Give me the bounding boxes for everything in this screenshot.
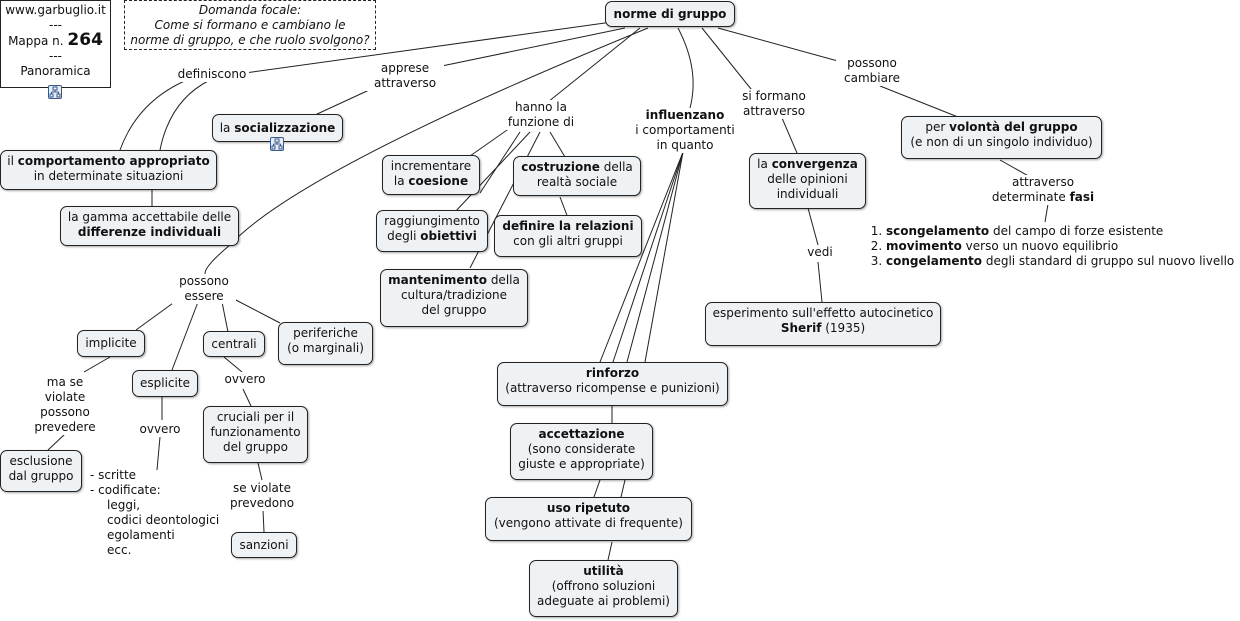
node-uso-ripetuto[interactable]: uso ripetuto(vengono attivate di frequen… [485, 497, 692, 541]
node-rinforzo[interactable]: rinforzo(attraverso ricompense e punizio… [497, 362, 728, 406]
label-ovvero-centrali: ovvero [220, 372, 270, 387]
node-centrali[interactable]: centrali [203, 331, 265, 357]
node-periferiche[interactable]: periferiche(o marginali) [278, 322, 373, 365]
map-number: Mappa n. 264 [8, 30, 103, 50]
separator: --- [49, 18, 62, 32]
diagram-icon[interactable] [270, 137, 284, 151]
focal-question: Domanda focale: Come si formano e cambia… [124, 0, 376, 50]
esplicite-list: - scritte - codificate: leggi, codici de… [90, 468, 220, 557]
node-volonta[interactable]: per volontà del gruppo(e non di un singo… [901, 116, 1102, 159]
root-node[interactable]: norme di gruppo [605, 1, 735, 27]
view-label: Panoramica [20, 64, 91, 78]
node-esplicite[interactable]: esplicite [132, 370, 198, 397]
node-sanzioni[interactable]: sanzioni [231, 532, 297, 558]
label-definiscono: definiscono [175, 67, 249, 82]
info-box: www.garbuglio.it --- Mappa n. 264 --- Pa… [0, 0, 111, 88]
fase-item: movimento verso un nuovo equilibrio [886, 239, 1234, 254]
site-link[interactable]: www.garbuglio.it [5, 3, 106, 17]
label-vedi: vedi [800, 245, 840, 260]
node-implicite[interactable]: implicite [77, 330, 145, 357]
fase-item: congelamento degli standard di gruppo su… [886, 254, 1234, 269]
separator: --- [49, 49, 62, 63]
fasi-list: scongelamento del campo di forze esisten… [868, 224, 1234, 269]
fase-item: scongelamento del campo di forze esisten… [886, 224, 1234, 239]
label-ovvero-esplicite: ovvero [135, 422, 185, 437]
diagram-icon[interactable] [48, 85, 62, 99]
